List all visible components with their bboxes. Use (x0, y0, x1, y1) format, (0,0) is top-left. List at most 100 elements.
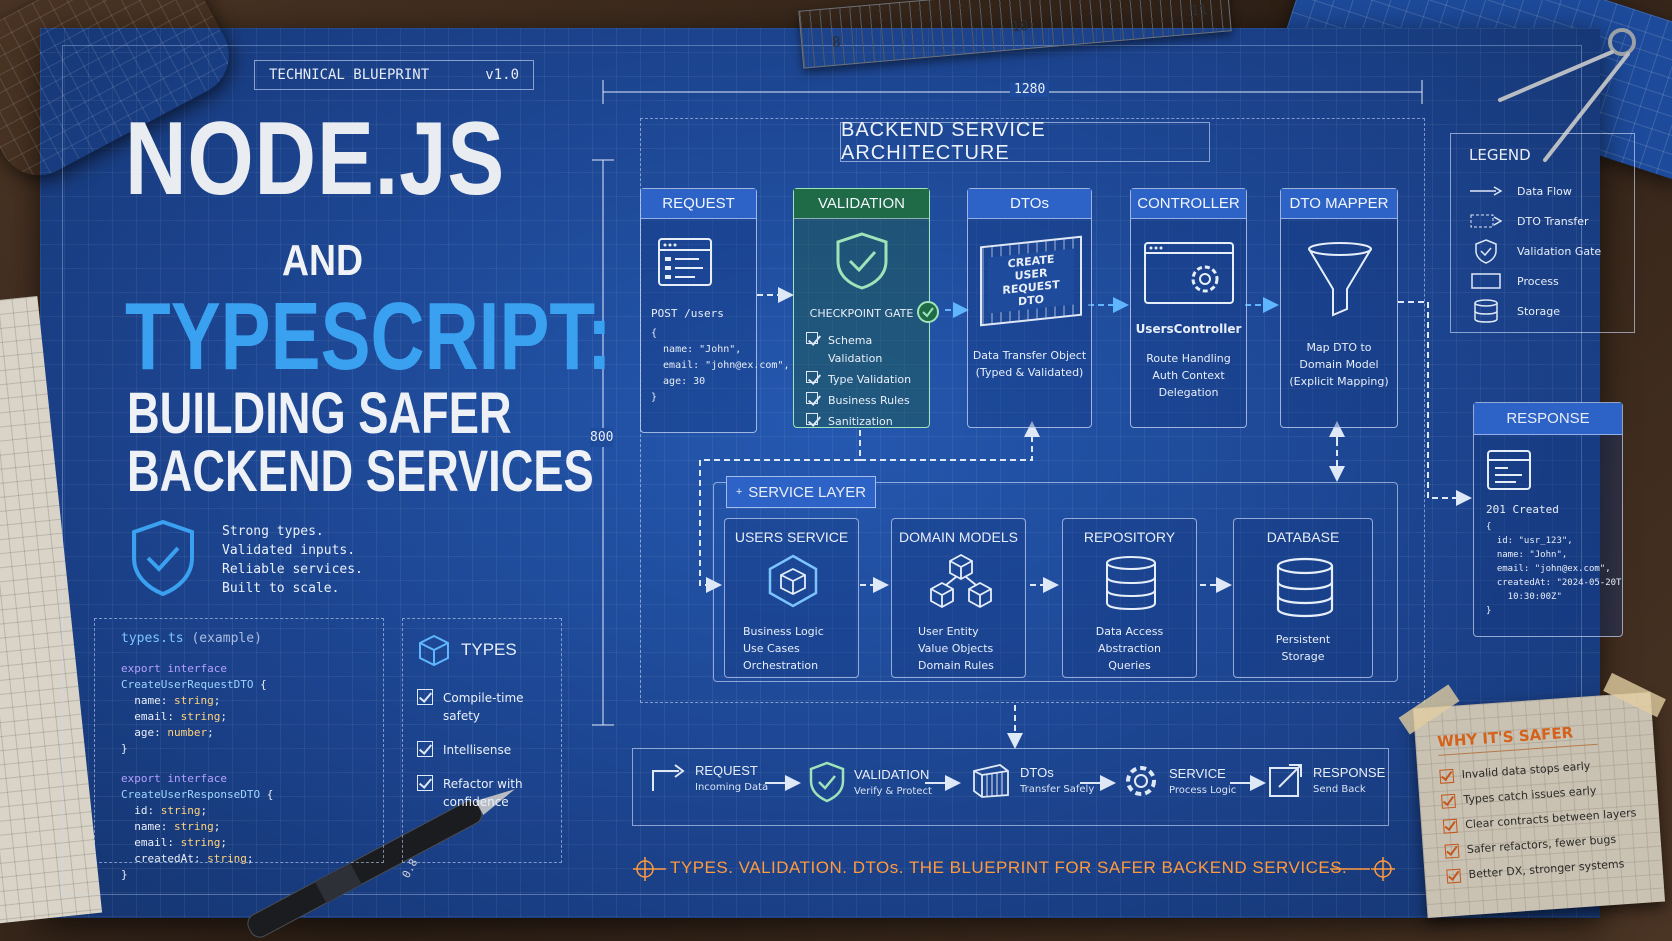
mapper-desc-line: (Explicit Mapping) (1289, 375, 1389, 388)
code-filename: types.ts (example) (121, 631, 357, 647)
flow-sub: Incoming Data (695, 782, 769, 793)
legend-item: Process (1517, 274, 1559, 288)
export-arrow-icon (1269, 764, 1302, 797)
dtos-card: DTOs CREATE USER REQUEST DTO Data Transf… (967, 188, 1092, 428)
dimension-width: 1280 (1010, 82, 1050, 97)
svc-desc-line: Value Objects (918, 642, 994, 655)
dashed-arrow-icon (1470, 214, 1502, 228)
request-body: { name: "John", email: "john@ex.com", ag… (651, 326, 790, 406)
title-line-5: BACKEND SERVICES (127, 439, 594, 504)
flow-sub: Send Back (1313, 784, 1366, 795)
json-line: 10:30:00Z" (1486, 592, 1562, 602)
cubes-icon (930, 553, 992, 609)
response-title: RESPONSE (1474, 403, 1622, 435)
json-line: email: "john@ex.com", (651, 360, 790, 371)
request-endpoint: POST /users (651, 307, 724, 320)
code-example-panel: types.ts (example) export interface Crea… (94, 618, 384, 881)
tagline-line: Validated inputs. (222, 543, 356, 558)
mapper-desc-line: Map DTO to (1306, 341, 1372, 354)
flow-title: RESPONSE (1313, 765, 1386, 780)
controller-desc-line: Delegation (1158, 386, 1219, 399)
mapper-desc-line: Domain Model (1299, 358, 1379, 371)
validation-item: Schema Validation (806, 332, 929, 368)
title-line-3: TYPESCRIPT: (125, 283, 612, 390)
tagline-line: Reliable services. (222, 562, 363, 577)
interface-name: CreateUserResponseDTO (121, 788, 261, 801)
title-line-2: AND (282, 236, 364, 285)
ruler-mark: 11 (1190, 2, 1209, 20)
controller-name: UsersController (1135, 322, 1242, 336)
types-panel: TYPES Compile-time safety Intellisense R… (402, 618, 562, 863)
controller-card-title: CONTROLLER (1131, 189, 1246, 219)
repository-desc: Data Access Abstraction Queries (1063, 623, 1196, 674)
svc-desc-line: Abstraction (1098, 642, 1161, 655)
dtos-card-title: DTOs (968, 189, 1091, 219)
shield-check-icon (132, 519, 194, 597)
interface-fields: name: string; email: string; age: number… (121, 693, 357, 741)
types-item: Intellisense (443, 743, 512, 757)
response-card: RESPONSE 201 Created { id: "usr_123", na… (1473, 402, 1623, 637)
request-card: REQUEST POST /users { name: "John", emai… (640, 188, 790, 433)
checkpoint-gate-label: CHECKPOINT GATE (809, 307, 914, 320)
domain-models-desc: User Entity Value Objects Domain Rules (892, 623, 1025, 674)
architecture-title: BACKEND SERVICE ARCHITECTURE (840, 119, 1210, 164)
types-title: TYPES (461, 640, 517, 659)
repository-card: REPOSITORY Data Access Abstraction Queri… (1062, 518, 1197, 678)
flow-title: REQUEST (695, 763, 758, 778)
flow-title: SERVICE (1169, 766, 1226, 781)
legend-panel: LEGEND Data Flow DTO Transfer Validation… (1450, 133, 1635, 333)
controller-desc-line: Auth Context (1152, 369, 1225, 382)
database-card: DATABASE Persistent Storage (1233, 518, 1373, 678)
ruler-mark: 8 (831, 34, 842, 51)
badge-version: v1.0 (485, 67, 519, 83)
users-service-title: USERS SERVICE (734, 529, 849, 545)
database-title: DATABASE (1266, 529, 1340, 545)
flow-sub: Verify & Protect (854, 786, 932, 797)
filename: types.ts (121, 631, 184, 646)
storage-icon (1474, 299, 1498, 323)
checkbox-icon (806, 392, 818, 404)
json-line: id: "usr_123", (1486, 536, 1573, 546)
svc-desc-line: Business Logic (743, 625, 824, 638)
svc-desc-line: Domain Rules (918, 659, 994, 672)
database-icon (1106, 556, 1156, 611)
legend-item: Data Flow (1517, 184, 1572, 198)
database-icon (1276, 557, 1334, 618)
validation-card: VALIDATION CHECKPOINT GATE Schema Valida… (793, 188, 930, 428)
enter-arrow-icon (652, 764, 685, 791)
controller-card: CONTROLLER UsersController Route Handlin… (1130, 188, 1247, 428)
crate-icon (973, 764, 1009, 798)
legend-item: Storage (1517, 304, 1561, 318)
crate-icon: CREATE USER REQUEST DTO (980, 235, 1082, 327)
types-item: Compile-time safety (443, 691, 524, 723)
crate-label: CREATE USER REQUEST DTO (988, 248, 1074, 314)
tagline: Strong types. Validated inputs. Reliable… (222, 522, 363, 598)
svc-desc-line: Data Access (1095, 625, 1164, 638)
flow-step-request: REQUEST Incoming Data (649, 761, 768, 795)
domain-models-title: DOMAIN MODELS (898, 529, 1018, 545)
dto-mapper-card: DTO MAPPER Map DTO to Domain Model (Expl… (1280, 188, 1398, 428)
json-line: { (1486, 522, 1492, 532)
note-title: WHY IT'S SAFER (1436, 721, 1598, 756)
json-line: name: "John", (1486, 550, 1568, 560)
json-line: name: "John", (651, 344, 742, 355)
check-circle-icon (917, 301, 939, 323)
service-layer-frame (713, 482, 1398, 682)
tagline-line: Built to scale. (222, 581, 340, 596)
checkbox-icon (417, 689, 433, 705)
json-line: email: "john@ex.com", (1486, 564, 1611, 574)
types-item: Refactor with confidence (443, 777, 523, 809)
checkbox-icon (806, 332, 818, 344)
validation-item: Type Validation (806, 371, 929, 389)
flow-step-response: RESPONSE Send Back (1267, 761, 1385, 799)
dtos-desc: Data Transfer Object (Typed & Validated) (968, 347, 1091, 381)
controller-desc-line: Route Handling (1146, 352, 1231, 365)
interface-field: email: string; (134, 710, 227, 723)
service-layer-title: SERVICE LAYER (748, 483, 867, 501)
ruler-mark: 10 (1010, 17, 1030, 36)
footer-slogan: TYPES. VALIDATION. DTOs. THE BLUEPRINT F… (670, 858, 1348, 877)
svc-desc-line: Orchestration (743, 659, 819, 672)
